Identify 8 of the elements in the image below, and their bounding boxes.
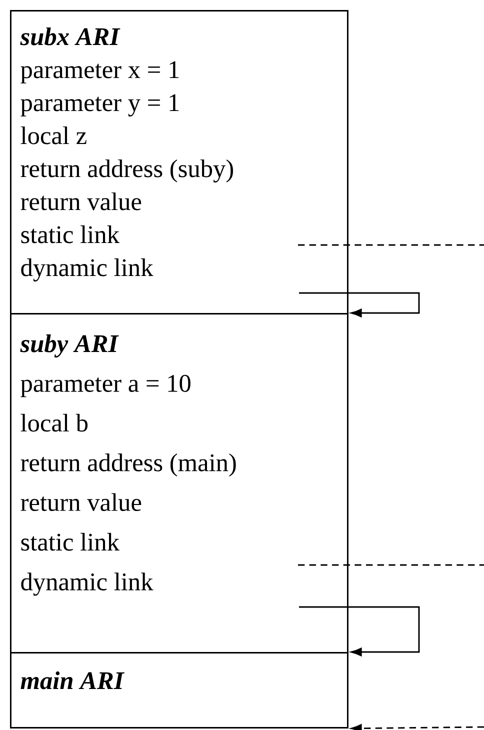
activation-record-box: subx ARI parameter x = 1 parameter y = 1 local z return address (suby) return value static link dynamic link bbox=[10, 10, 348, 314]
activation-record-box: main ARI bbox=[10, 652, 348, 728]
arrow bbox=[299, 606, 420, 656]
arrow bbox=[299, 292, 420, 318]
activation-record-box: suby ARI parameter a = 10 local b return address (main) return value static link dynamic link bbox=[10, 313, 348, 654]
arrow bbox=[350, 724, 484, 730]
dashed-line bbox=[298, 564, 484, 566]
dashed-line bbox=[298, 244, 484, 246]
